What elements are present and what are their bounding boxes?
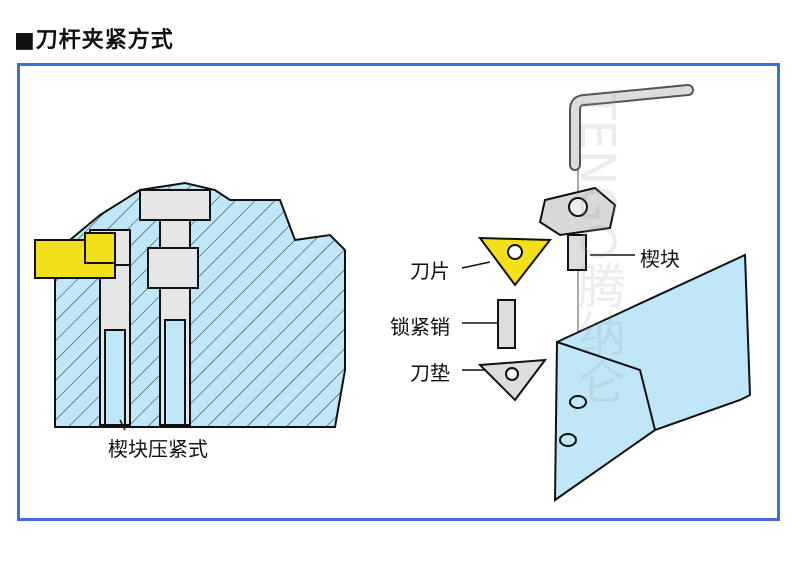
label-wedge: 楔块	[640, 247, 680, 271]
section-view	[34, 181, 346, 428]
diagram-frame	[17, 63, 780, 521]
watermark: TENGO腾纳仑	[569, 90, 625, 405]
label-locking-pin: 锁紧销	[390, 315, 450, 339]
exploded-view	[119, 84, 752, 502]
caption-wedge-clamp: 楔块压紧式	[108, 437, 208, 461]
page-title: ■刀杆夹紧方式	[14, 28, 174, 53]
label-shim: 刀垫	[410, 361, 450, 385]
label-insert: 刀片	[410, 259, 450, 283]
